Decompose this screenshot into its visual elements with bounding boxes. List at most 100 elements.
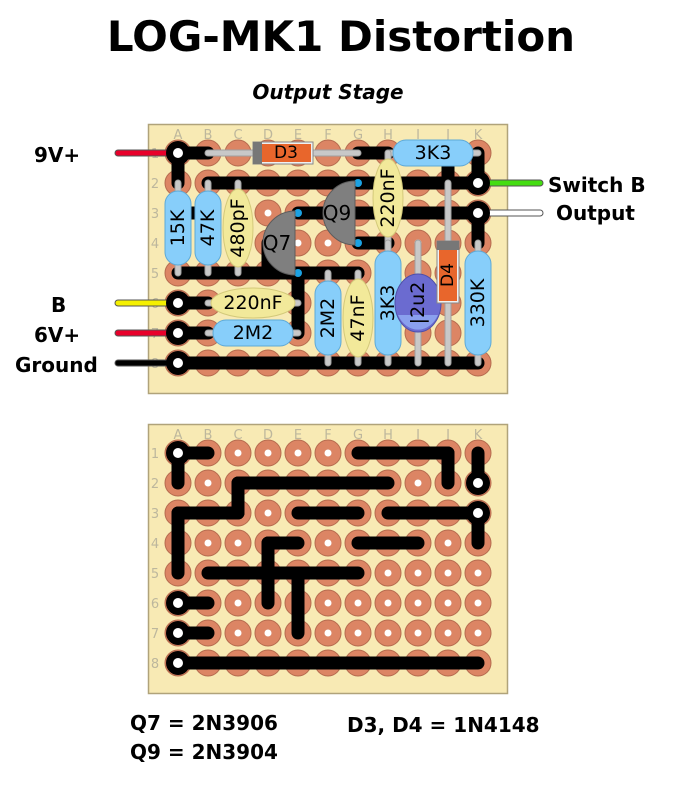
resistor-value-label: 3K3 <box>377 285 399 322</box>
bottom-pad-hole <box>414 629 422 637</box>
resistor-2m2 <box>212 319 294 347</box>
bottom-pad-hole <box>444 629 452 637</box>
bottom-row-label: 5 <box>151 567 159 582</box>
bottom-pad-hole <box>204 539 212 547</box>
top-wire-terminal-hole <box>173 298 183 308</box>
bottom-pad-hole <box>264 629 272 637</box>
bottom-pad-hole <box>294 449 302 457</box>
bottom-column-label: I <box>416 428 420 443</box>
transistor-pin <box>294 269 302 277</box>
transistor-label: Q7 <box>263 231 291 255</box>
bottom-column-label: H <box>383 428 393 443</box>
wire-label-9v: 9V+ <box>34 143 81 167</box>
resistor-body <box>212 319 294 347</box>
bottom-row-label: 7 <box>151 627 159 642</box>
resistor-value-label: 2M2 <box>233 322 274 344</box>
capacitor-value-label: 220nF <box>223 292 282 314</box>
top-wire-terminal-hole <box>473 178 483 188</box>
bottom-row-label: 1 <box>151 447 159 462</box>
top-column-label: H <box>383 128 393 143</box>
bottom-pad-hole <box>474 569 482 577</box>
top-wire-terminal-hole <box>173 328 183 338</box>
resistor-330k <box>464 250 492 356</box>
top-row-label: 3 <box>151 207 159 222</box>
top-row-label: 5 <box>151 267 159 282</box>
bottom-pad-hole <box>444 599 452 607</box>
transistor-pin <box>354 239 362 247</box>
top-wire-terminal-hole <box>173 358 183 368</box>
capacitor-value-label: 480pF <box>227 198 249 257</box>
bottom-column-label: C <box>233 428 242 443</box>
resistor-body-middle <box>468 265 488 341</box>
wire-label-switch-b: Switch B <box>548 173 646 197</box>
bottom-pad-hole <box>354 629 362 637</box>
bottom-pad-hole <box>444 569 452 577</box>
top-wire-terminal-hole <box>173 148 183 158</box>
wire-label-b: B <box>51 293 67 317</box>
transistor-pin <box>294 209 302 217</box>
film-capacitor-220nf <box>372 158 404 238</box>
resistor-value-label: 3K3 <box>415 142 452 164</box>
top-wire-terminal-hole <box>473 208 483 218</box>
bottom-pad-hole <box>474 629 482 637</box>
diode-label: D3 <box>274 143 298 163</box>
resistor-body-middle <box>318 295 338 341</box>
bottom-row-label: 6 <box>151 597 159 612</box>
resistor-body-middle <box>168 205 188 251</box>
resistor-15k <box>164 190 192 266</box>
resistor-2m2 <box>314 280 342 356</box>
bottom-row-label: 2 <box>151 477 159 492</box>
top-column-label: G <box>353 128 363 143</box>
bottom-row-label: 3 <box>151 507 159 522</box>
note-q7: Q7 = 2N3906 <box>130 711 278 735</box>
diagram-title: LOG-MK1 Distortion <box>106 12 576 61</box>
top-row-label: 2 <box>151 177 159 192</box>
wire-label-ground: Ground <box>15 353 98 377</box>
film-capacitor-47nf <box>342 278 374 358</box>
diode-body <box>255 144 311 162</box>
bottom-column-label: G <box>353 428 363 443</box>
resistor-value-label: 2M2 <box>317 298 339 339</box>
resistor-value-label: 15K <box>167 209 189 246</box>
capacitor-polarity-stripe <box>398 315 438 330</box>
transistor-body <box>262 210 296 276</box>
bottom-wire-terminal-hole <box>173 628 183 638</box>
bottom-column-label: K <box>474 428 483 443</box>
bottom-pad-hole <box>234 449 242 457</box>
bottom-pad-hole <box>264 449 272 457</box>
top-column-label: A <box>174 128 183 143</box>
bottom-pad-hole <box>444 539 452 547</box>
top-pad-hole <box>324 239 332 247</box>
bottom-pad-hole <box>324 629 332 637</box>
bottom-wire-terminal-hole <box>473 478 483 488</box>
capacitor-value-label: 47nF <box>347 294 369 341</box>
top-column-label: E <box>294 128 302 143</box>
bottom-wire-terminal-hole <box>473 508 483 518</box>
diode-cathode-band <box>437 241 459 250</box>
film-capacitor-480pf <box>222 188 254 268</box>
capacitor-value-label: |2u2 <box>407 282 429 325</box>
bottom-pad-hole <box>324 449 332 457</box>
top-column-label: K <box>474 128 483 143</box>
resistor-value-label: 47K <box>197 209 219 246</box>
bottom-wire-terminal-hole <box>173 598 183 608</box>
top-row-label: 4 <box>151 237 159 252</box>
film-capacitor-220nf <box>210 287 296 319</box>
diode-cathode-band <box>253 142 262 164</box>
top-column-label: B <box>204 128 213 143</box>
bottom-pad-hole <box>384 599 392 607</box>
bottom-column-label: D <box>263 428 273 443</box>
bottom-pad-hole <box>204 479 212 487</box>
wire-label-output: Output <box>556 201 635 225</box>
top-column-label: I <box>416 128 420 143</box>
bottom-column-label: F <box>324 428 331 443</box>
bottom-pad-hole <box>234 629 242 637</box>
top-pad-hole <box>264 209 272 217</box>
bottom-pad-hole <box>414 479 422 487</box>
resistor-value-label: 330K <box>467 278 489 327</box>
transistor-q7 <box>262 209 302 277</box>
diode-label: D4 <box>438 263 458 287</box>
top-pad-hole <box>294 239 302 247</box>
bottom-pad-hole <box>384 629 392 637</box>
